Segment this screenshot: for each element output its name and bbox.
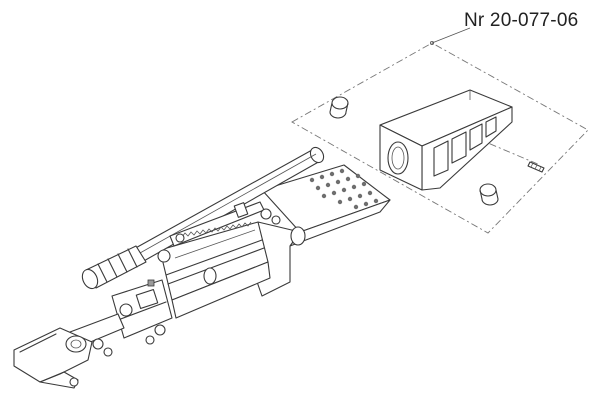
bushing-upper [329, 96, 349, 119]
exploded-view-boundary [291, 27, 589, 234]
bushing-lower [479, 183, 499, 206]
rack-gear [157, 201, 281, 263]
main-housing [159, 221, 306, 319]
clamp-head [13, 313, 125, 389]
screw [527, 161, 545, 173]
handle-grip [81, 245, 147, 290]
perforated-ramp [261, 164, 391, 247]
part-number-label: Nr 20-077-06 [464, 10, 579, 31]
ramp-perforations [309, 168, 379, 210]
front-mechanism [111, 279, 173, 345]
wedge-bracket [379, 89, 513, 191]
